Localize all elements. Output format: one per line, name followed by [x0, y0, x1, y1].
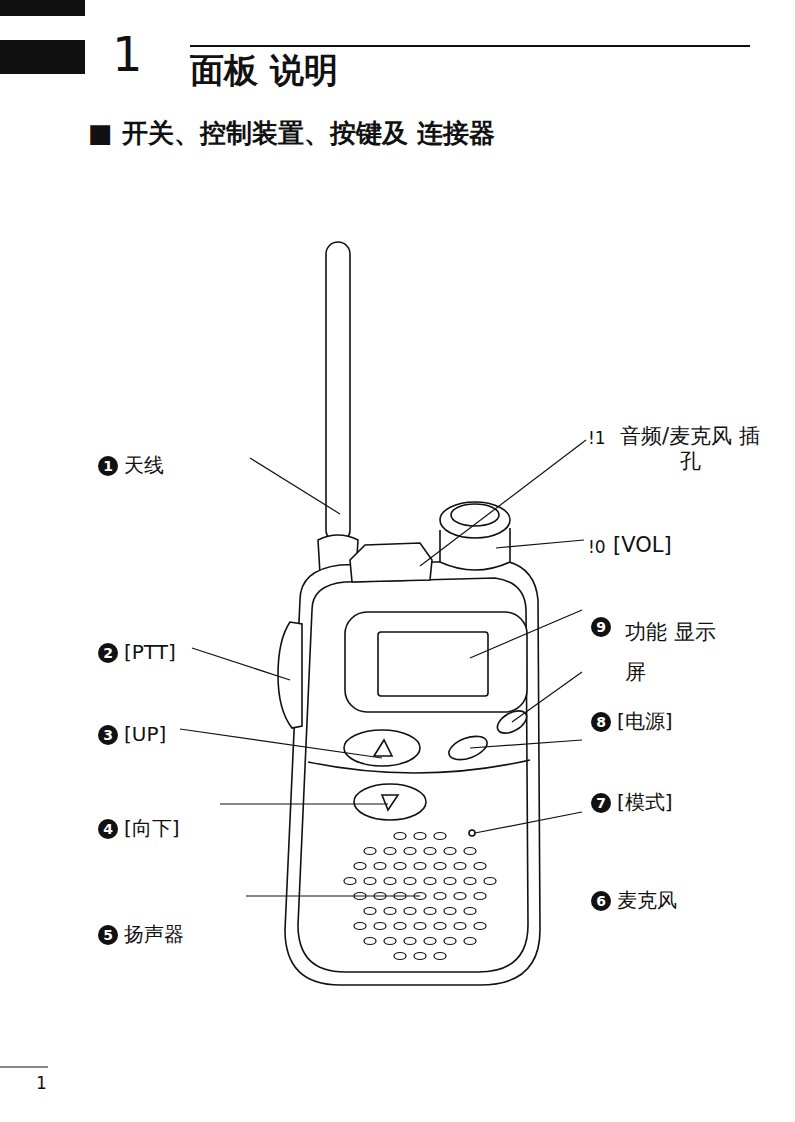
grille-hole: [444, 878, 456, 885]
page-rule: [0, 1067, 48, 1068]
grille-hole: [434, 923, 446, 930]
section-heading: ■ 开关、控制装置、按键及 连接器: [88, 118, 495, 149]
grille-hole: [344, 878, 356, 885]
header-bar: [0, 0, 85, 16]
grille-hole: [434, 833, 446, 840]
grille-hole: [464, 878, 476, 885]
callout-number: 2: [103, 645, 113, 661]
grille-hole: [434, 863, 446, 870]
callout-number: 9: [596, 619, 606, 635]
grille-hole: [394, 953, 406, 960]
callout-badge: 5: [98, 925, 118, 945]
callout-number: 4: [103, 821, 113, 837]
callout-number: 3: [103, 727, 113, 743]
callout-badge: 8: [591, 712, 611, 732]
grille-hole: [444, 908, 456, 915]
grille-hole: [384, 878, 396, 885]
grille-hole: [404, 878, 416, 885]
callout-number: !1: [588, 428, 606, 448]
callout-badge: 4: [98, 819, 118, 839]
grille-hole: [374, 863, 386, 870]
callout-badge: 3: [98, 725, 118, 745]
grille-hole: [414, 923, 426, 930]
grille-hole: [474, 923, 486, 930]
grille-hole: [444, 848, 456, 855]
callout-badge: 6: [591, 891, 611, 911]
grille-hole: [354, 923, 366, 930]
part-name: [向下]: [124, 816, 180, 840]
grille-hole: [424, 878, 436, 885]
leader-lines: [180, 440, 586, 896]
grille-hole: [474, 863, 486, 870]
grille-hole: [464, 938, 476, 945]
chapter-number: 1: [112, 26, 143, 84]
grille-hole: [464, 908, 476, 915]
grille-hole: [474, 893, 486, 900]
grille-hole: [414, 953, 426, 960]
grille-hole: [394, 833, 406, 840]
callout-number: !0: [588, 537, 606, 557]
grille-hole: [464, 848, 476, 855]
grille-hole: [394, 923, 406, 930]
page-number: 1: [36, 1073, 47, 1093]
header-bar: [0, 40, 85, 74]
title-rule: [190, 45, 750, 47]
grille-hole: [404, 848, 416, 855]
part-name: [VOL]: [613, 533, 672, 558]
radio-body: [278, 242, 540, 985]
part-name: [PTT]: [124, 640, 176, 664]
callout-number: 8: [596, 714, 606, 730]
callout-badge: 7: [591, 793, 611, 813]
callout-badge: 9: [591, 617, 611, 637]
grille-hole: [424, 848, 436, 855]
part-name: 麦克风: [617, 888, 677, 912]
callout-badge: 1: [98, 456, 118, 476]
callout-number: 7: [596, 795, 606, 811]
grille-hole: [374, 923, 386, 930]
part-name: 扬声器: [124, 922, 184, 946]
callout-number: 5: [103, 927, 113, 943]
grille-hole: [364, 878, 376, 885]
part-name: [UP]: [124, 722, 166, 746]
grille-hole: [414, 863, 426, 870]
part-name: [电源]: [617, 709, 673, 733]
grille-hole: [414, 833, 426, 840]
grille-hole: [384, 908, 396, 915]
part-name: 天线: [124, 453, 164, 477]
callout-badge: 2: [98, 643, 118, 663]
grille-hole: [384, 848, 396, 855]
grille-hole: [364, 848, 376, 855]
grille-hole: [354, 863, 366, 870]
grille-hole: [444, 938, 456, 945]
grille-hole: [404, 908, 416, 915]
grille-hole: [394, 863, 406, 870]
grille-hole: [454, 893, 466, 900]
chapter-title: 面板 说明: [190, 50, 338, 91]
grille-hole: [424, 908, 436, 915]
part-name: 功能 显示 屏: [625, 612, 725, 692]
part-name: 音频/麦克风 插孔: [616, 424, 764, 474]
grille-hole: [404, 938, 416, 945]
part-name: [模式]: [617, 790, 673, 814]
grille-hole: [454, 923, 466, 930]
grille-hole: [364, 938, 376, 945]
grille-hole: [364, 908, 376, 915]
callout-number: 6: [596, 893, 606, 909]
grille-hole: [384, 938, 396, 945]
grille-hole: [434, 893, 446, 900]
grille-hole: [484, 878, 496, 885]
callout-number: 1: [103, 458, 113, 474]
grille-hole: [454, 863, 466, 870]
grille-hole: [434, 953, 446, 960]
grille-hole: [424, 938, 436, 945]
